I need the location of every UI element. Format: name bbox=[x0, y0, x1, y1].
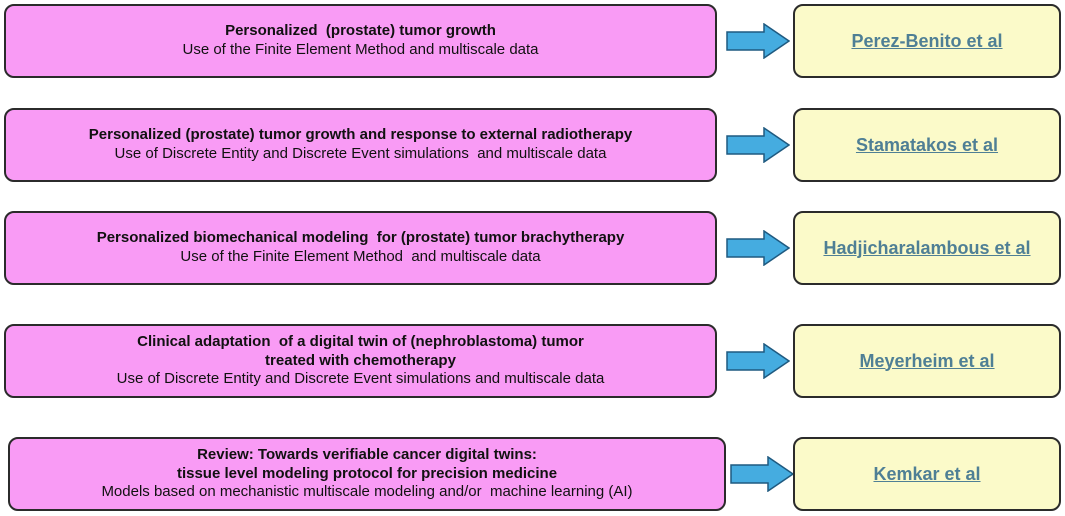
reference-link[interactable]: Meyerheim et al bbox=[859, 350, 995, 371]
topic-title: Clinical adaptation of a digital twin of… bbox=[137, 332, 584, 350]
topic-box: Review: Towards verifiable cancer digita… bbox=[8, 437, 726, 511]
reference-link[interactable]: Perez-Benito et al bbox=[851, 30, 1003, 51]
topic-box: Personalized (prostate) tumor growth and… bbox=[4, 108, 717, 182]
reference-box: Hadjicharalambous et al bbox=[793, 211, 1061, 285]
reference-box: Perez-Benito et al bbox=[793, 4, 1061, 78]
topic-title: Review: Towards verifiable cancer digita… bbox=[197, 445, 537, 463]
right-arrow-icon bbox=[726, 23, 790, 59]
topic-method: Use of Discrete Entity and Discrete Even… bbox=[116, 370, 605, 388]
reference-box: Meyerheim et al bbox=[793, 324, 1061, 398]
reference-link[interactable]: Stamatakos et al bbox=[855, 134, 999, 155]
topic-title: tissue level modeling protocol for preci… bbox=[176, 464, 558, 482]
reference-link[interactable]: Kemkar et al bbox=[873, 463, 981, 484]
right-arrow-icon bbox=[726, 127, 790, 163]
topic-title: Personalized biomechanical modeling for … bbox=[96, 229, 625, 247]
topic-title: Personalized (prostate) tumor growth and… bbox=[88, 126, 633, 144]
topic-method: Use of the Finite Element Method and mul… bbox=[182, 41, 539, 58]
reference-box: Kemkar et al bbox=[793, 437, 1061, 511]
topic-box: Clinical adaptation of a digital twin of… bbox=[4, 324, 717, 398]
topic-method: Use of the Finite Element Method and mul… bbox=[180, 248, 541, 265]
reference-link[interactable]: Hadjicharalambous et al bbox=[823, 237, 1031, 258]
study-row: Personalized biomechanical modeling for … bbox=[0, 211, 1065, 285]
topic-box: Personalized biomechanical modeling for … bbox=[4, 211, 717, 285]
study-row: Clinical adaptation of a digital twin of… bbox=[0, 324, 1065, 398]
study-row: Personalized (prostate) tumor growth Use… bbox=[0, 4, 1065, 78]
topic-title: treated with chemotherapy bbox=[265, 351, 456, 369]
topic-method: Use of Discrete Entity and Discrete Even… bbox=[114, 145, 607, 162]
reference-box: Stamatakos et al bbox=[793, 108, 1061, 182]
topic-box: Personalized (prostate) tumor growth Use… bbox=[4, 4, 717, 78]
right-arrow-icon bbox=[730, 456, 794, 492]
study-row: Personalized (prostate) tumor growth and… bbox=[0, 108, 1065, 182]
topic-title: Personalized (prostate) tumor growth bbox=[225, 22, 496, 40]
right-arrow-icon bbox=[726, 230, 790, 266]
right-arrow-icon bbox=[726, 343, 790, 379]
study-row: Review: Towards verifiable cancer digita… bbox=[0, 437, 1065, 511]
topic-method: Models based on mechanistic multiscale m… bbox=[101, 483, 633, 501]
